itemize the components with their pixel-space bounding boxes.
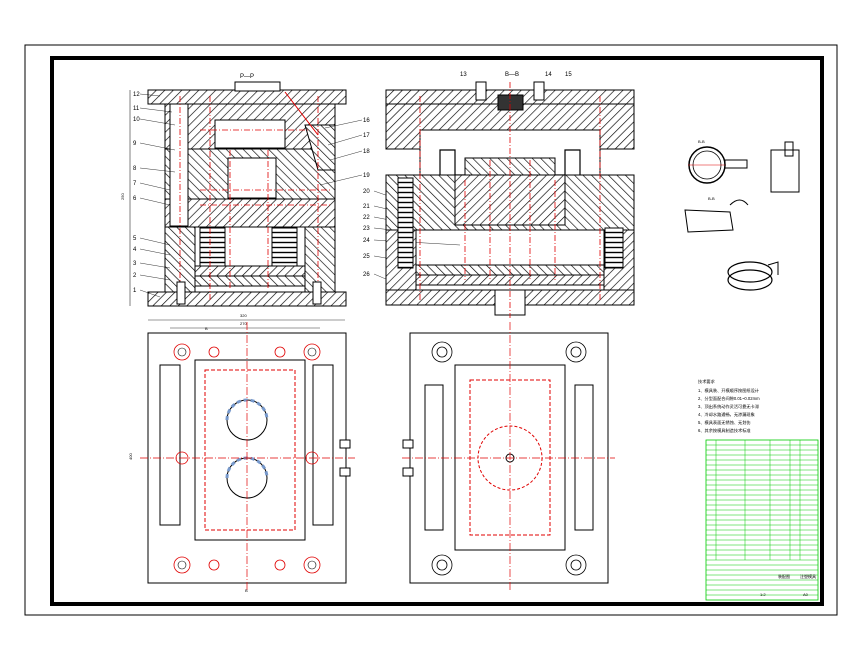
part-label: 4 [133,247,137,253]
outer-border [24,44,838,616]
part-detail-views: B-B B-B [684,139,800,291]
part-label: 21 [363,204,370,210]
notes-line: 1、模具装、开模顺序按图纸设计 [698,387,759,394]
part-label: 25 [363,254,370,260]
part-label: 9 [133,141,137,147]
section-mark: B [205,326,208,331]
notes-line: 6、其余按模具制造技术标准 [698,427,751,434]
front-view-title: P—P [240,74,254,80]
detail-title-2: B-B [708,196,715,201]
drawing-title: 注塑模具 [800,573,816,579]
part-label: 12 [133,92,140,98]
plan-width-inner: 270 [240,321,247,326]
technical-notes: 技术要求 1、模具装、开模顺序按图纸设计 2、分型面配合间隙0.01~0.02m… [698,378,760,434]
height-dimension: 250 [120,193,125,200]
part-label: 7 [133,181,137,187]
part-label: 14 [545,72,552,78]
plan-view-fixed-half [402,322,615,590]
notes-line: 5、模具表面无锈蚀、无划伤 [698,419,751,426]
drawing-name: 装配图 [778,573,790,579]
part-label: 26 [363,272,370,278]
part-label: 24 [363,238,370,244]
title-block: 注塑模具 装配图 1:2 A0 [760,573,816,597]
parts-list-table [705,439,819,601]
drawing-scale: 1:2 [760,592,766,597]
part-label: 22 [363,215,370,221]
part-label: 23 [363,226,370,232]
part-label: 20 [363,189,370,195]
part-label: 17 [363,133,370,139]
part-label: 19 [363,173,370,179]
part-label: 2 [133,273,137,279]
drawing-sheet: A0 [803,592,809,597]
inner-border [50,56,824,606]
plan-view-moving-half: 320 270 400 B B [128,313,355,593]
part-label: 1 [133,288,137,294]
detail-title-1: B-B [698,139,705,144]
part-label: 6 [133,196,137,202]
part-label: 15 [565,72,572,78]
part-label: 16 [363,118,370,124]
part-label: 8 [133,166,137,172]
side-section-view: B—B 13 14 15 [385,72,635,318]
plan-width-outer: 320 [240,313,247,318]
plan-height: 400 [128,453,133,460]
notes-line: 2、分型面配合间隙0.01~0.02mm [698,395,760,402]
notes-line: 4、冷却水路通畅，无渗漏现象 [698,411,755,418]
notes-line: 3、顶出系统动作灵活可靠无卡滞 [698,403,759,410]
part-label: 11 [133,106,140,112]
part-labels-left: 12 11 10 9 8 7 6 5 4 3 2 1 [133,92,176,298]
section-mark: B [245,588,248,593]
part-label: 18 [363,149,370,155]
front-section-view: P—P [120,74,347,307]
notes-title: 技术要求 [698,378,716,385]
part-label: 5 [133,236,137,242]
part-label: 3 [133,261,137,267]
part-label: 10 [133,117,140,123]
side-view-title: B—B [505,72,519,78]
part-label: 13 [460,72,467,78]
